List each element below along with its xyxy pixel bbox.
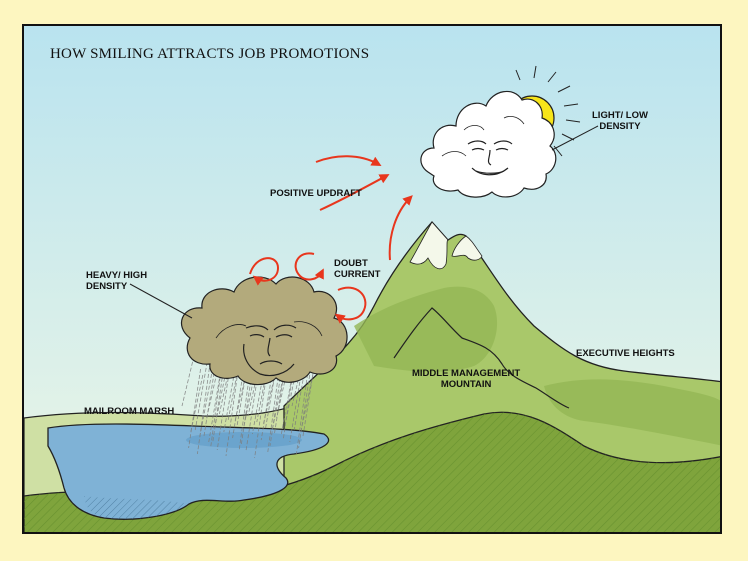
rain-streak: [188, 368, 201, 449]
curved-arrow-icon: [388, 195, 413, 261]
label-line: HEAVY/ HIGH: [86, 270, 148, 281]
label-light-low-density: LIGHT/ LOW DENSITY: [592, 110, 648, 132]
rain-streak: [296, 367, 309, 455]
label-middle-management-mountain: MIDDLE MANAGEMENT MOUNTAIN: [412, 368, 520, 390]
label-executive-heights: EXECUTIVE HEIGHTS: [576, 348, 675, 359]
rain-streak: [199, 373, 212, 439]
leader-line: [551, 125, 599, 151]
rain-streak: [285, 362, 298, 425]
rain-streak: [256, 359, 270, 423]
label-heavy-high-density: HEAVY/ HIGH DENSITY: [86, 270, 147, 292]
mountain-shadow: [544, 379, 720, 446]
mountain-shadow: [354, 286, 498, 372]
rain-streak: [214, 365, 228, 427]
rain-streak: [216, 371, 230, 451]
rain-streak: [208, 372, 221, 445]
leader-line: [129, 283, 193, 319]
happy-cloud: [420, 90, 557, 198]
rain-streak: [254, 373, 267, 459]
mailroom-marsh-lake: [47, 423, 330, 520]
label-doubt-current: DOUBT CURRENT: [334, 258, 380, 280]
smiling-cloud-face-icon: [467, 140, 513, 176]
rain-streak: [223, 364, 237, 433]
curved-arrow-icon: [315, 155, 382, 166]
rain-streak: [243, 368, 256, 429]
scene-illustration: [24, 26, 720, 532]
rain-streak: [194, 361, 208, 431]
snow-cap: [451, 235, 483, 261]
label-mailroom-marsh: MAILROOM MARSH: [84, 406, 175, 417]
label-positive-updraft: POSITIVE UPDRAFT: [270, 188, 362, 199]
rain-streak: [263, 372, 276, 425]
snow-cap: [409, 221, 449, 270]
curved-arrow-icon: [334, 286, 367, 324]
curved-arrow-icon: [249, 257, 280, 286]
rain-streak: [227, 356, 241, 421]
rain-streak: [300, 374, 314, 433]
foreground-hatch: [24, 412, 720, 532]
label-line: CURRENT: [334, 269, 381, 280]
label-line: MIDDLE MANAGEMENT: [412, 368, 521, 379]
rain-streak: [289, 369, 303, 443]
rain-streak: [190, 374, 204, 433]
positive-updraft-arrows: [315, 155, 413, 261]
rain-streak: [298, 368, 311, 449]
middle-management-ridge: [393, 307, 570, 409]
label-line: DENSITY: [599, 121, 641, 132]
rain-streak: [197, 367, 210, 455]
rain-streak: [293, 361, 307, 431]
frowning-cloud-face-icon: [243, 324, 297, 377]
diagram-frame: HOW SMILING ATTRACTS JOB PROMOTIONS LIGH…: [22, 24, 722, 534]
rain-streak: [252, 367, 265, 435]
lake-shade: [84, 496, 189, 520]
label-line: LIGHT/ LOW: [592, 110, 648, 121]
label-line: MOUNTAIN: [440, 379, 492, 390]
diagram-title: HOW SMILING ATTRACTS JOB PROMOTIONS: [50, 46, 370, 62]
curved-arrow-icon: [319, 174, 390, 211]
rain-streak: [225, 370, 239, 457]
rain-puddle: [186, 432, 302, 448]
label-line: DENSITY: [86, 281, 128, 292]
rain-streak: [245, 374, 259, 453]
rain-streak: [280, 370, 294, 437]
storm-cloud: [180, 276, 348, 386]
doubt-current-arrows: [249, 252, 367, 324]
rain-streak: [181, 355, 195, 407]
curved-arrow-icon: [294, 252, 324, 281]
label-line: DOUBT: [334, 258, 368, 269]
